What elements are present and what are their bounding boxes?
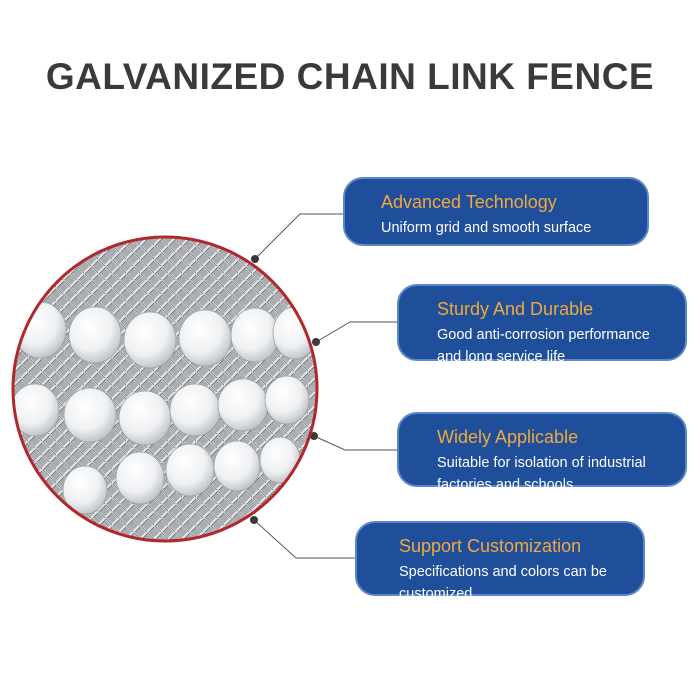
feature-description-line: customized <box>399 586 473 602</box>
feature-heading: Advanced Technology <box>381 192 557 212</box>
feature-description-line: Uniform grid and smooth surface <box>381 220 592 236</box>
connector-lines <box>253 213 397 559</box>
photo-frame <box>11 235 319 543</box>
feature-card-sturdy-and-durable: Sturdy And Durable Good anti-corrosion p… <box>397 284 687 365</box>
feature-description-line: factories and schools <box>437 477 574 493</box>
feature-heading: Sturdy And Durable <box>437 299 594 319</box>
feature-description-line: and long service life <box>437 349 566 365</box>
feature-card-widely-applicable: Widely Applicable Suitable for isolation… <box>397 412 687 493</box>
feature-card-advanced-technology: Advanced Technology Uniform grid and smo… <box>343 177 649 246</box>
page-title: GALVANIZED CHAIN LINK FENCE <box>45 56 655 97</box>
feature-description: Specifications and colors can be customi… <box>399 561 607 605</box>
feature-heading: Widely Applicable <box>437 427 579 447</box>
connector-dots <box>250 255 320 524</box>
feature-description: Suitable for isolation of industrial fac… <box>437 452 646 496</box>
feature-description-line: Specifications and colors can be <box>399 564 607 580</box>
feature-description: Good anti-corrosion performance and long… <box>437 324 650 368</box>
feature-heading: Support Customization <box>399 536 582 556</box>
feature-description-line: Good anti-corrosion performance <box>437 327 650 343</box>
feature-description: Uniform grid and smooth surface <box>381 217 591 239</box>
feature-card-support-customization: Support Customization Specifications and… <box>355 521 645 602</box>
feature-description-line: Suitable for isolation of industrial <box>437 455 646 471</box>
